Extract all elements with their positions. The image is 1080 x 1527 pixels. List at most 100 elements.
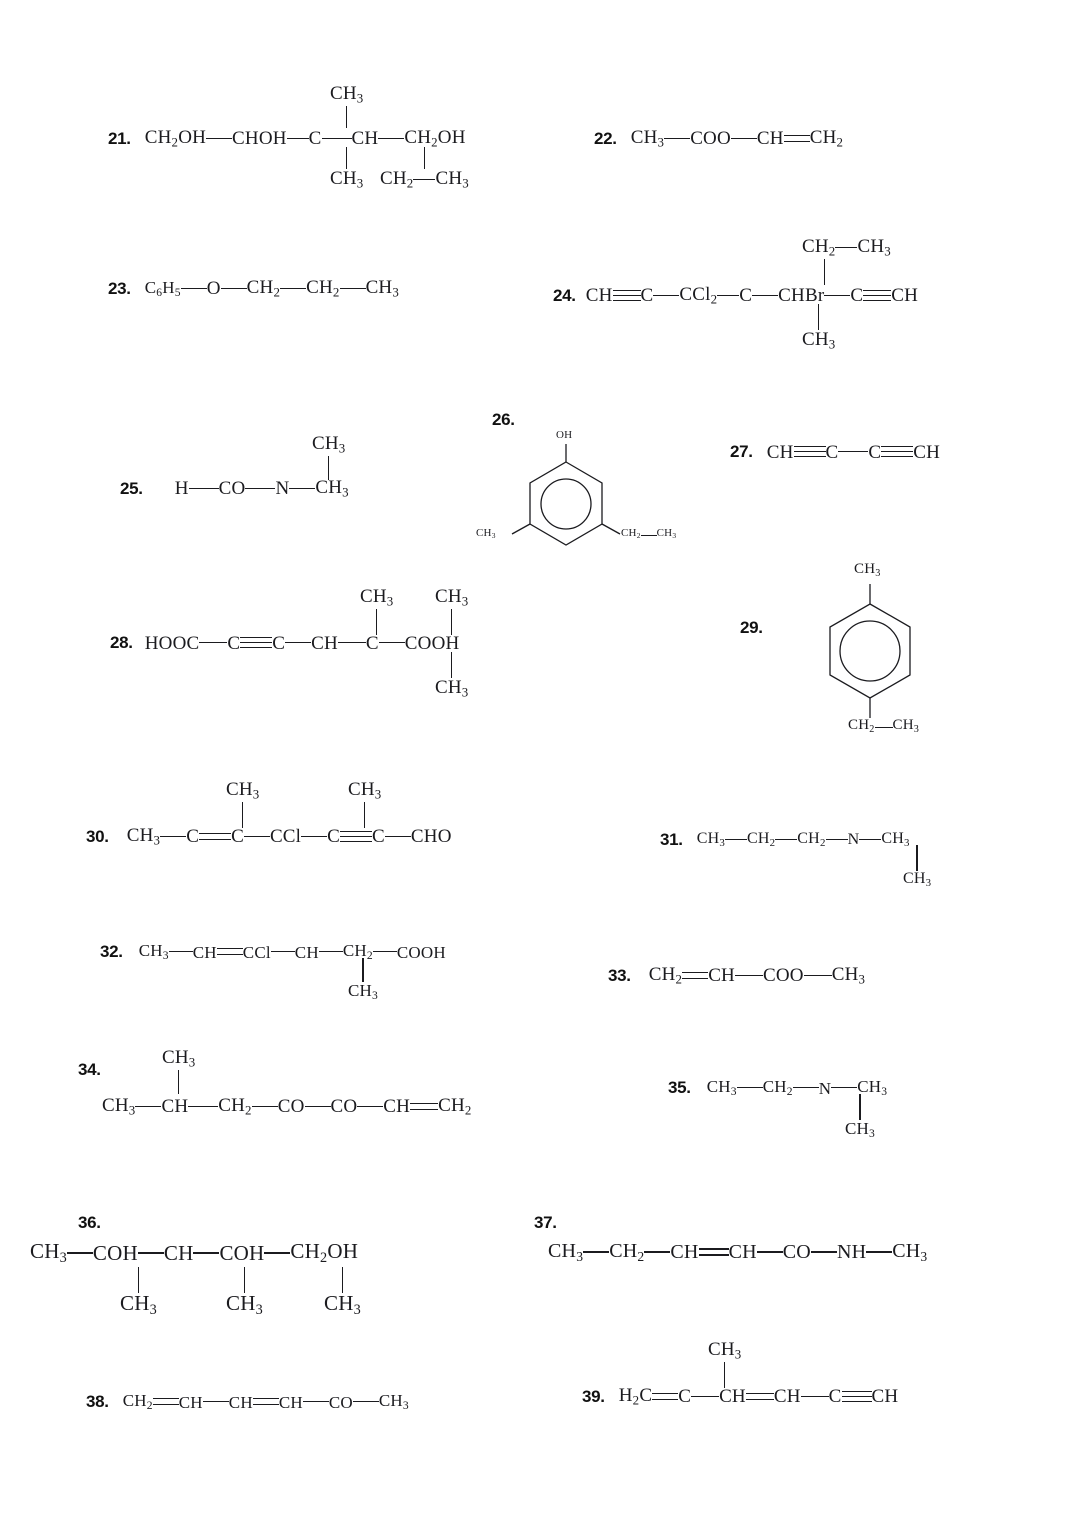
atom-label: CH2 [762, 1077, 793, 1099]
single-bond [352, 1395, 379, 1409]
benzene-ring-29: CH3 CH2 CH3 [812, 561, 992, 752]
double-bond [410, 1100, 439, 1114]
single-bond [859, 833, 882, 847]
atom-label: CHOH [232, 128, 287, 150]
single-bond [640, 529, 657, 539]
single-bond [644, 1245, 671, 1259]
atom-label: C [372, 826, 385, 848]
branch-down-methyl-2: CH3 [226, 1267, 263, 1317]
atom-label: CH3 [126, 825, 161, 848]
structure-30: 30. CH3 C C CCl C C CHO CH3 CH3 [86, 780, 452, 848]
atom-label: CH3 [831, 964, 866, 987]
atom-label: CH2 [306, 277, 340, 300]
branch-down-methyl-1: CH3 [120, 1267, 157, 1317]
structure-31: 31. CH3 CH2 CH2 N CH3 CH3 [660, 830, 931, 888]
atom-label: CH2OH [404, 127, 466, 150]
single-bond [264, 1246, 291, 1260]
single-bond [810, 1245, 837, 1259]
atom-label: CH2 [747, 830, 776, 850]
atom-label: CO [330, 1096, 358, 1118]
branch-up-methyl: CH3 [330, 84, 363, 128]
atom-label: N [818, 1078, 832, 1098]
atom-label: CH3 [348, 981, 379, 1003]
item-number-27: 27. [730, 442, 753, 461]
single-bond [193, 1246, 220, 1260]
atom-label: CH3 [857, 236, 891, 259]
triple-bond [793, 445, 826, 459]
structure-25: 25. H CO N CH3 CH3 [120, 434, 349, 500]
atom-label: CH3 [378, 1391, 409, 1413]
item-number-38: 38. [86, 1392, 109, 1411]
benzene-ring-26: OH CH3 CH2 CH3 [476, 422, 704, 547]
atom-label: CH [719, 1386, 746, 1408]
triple-bond [612, 289, 641, 303]
atom-label: CH [351, 128, 379, 150]
triple-bond [881, 445, 914, 459]
single-bond [321, 132, 352, 146]
atom-label: HOOC [144, 632, 200, 654]
single-bond [725, 833, 748, 847]
branch-up-methyl-2: CH3 [348, 780, 381, 828]
atom-label: CH3 [802, 329, 836, 352]
atom-label: CH3 [360, 586, 394, 609]
atom-label: COO [762, 965, 804, 987]
single-bond [220, 282, 247, 296]
branch-down-methyl: CH3 [802, 304, 835, 352]
single-bond [318, 945, 343, 959]
atom-label: CH [891, 285, 919, 307]
single-bond [874, 721, 893, 733]
item-number-35: 35. [668, 1078, 691, 1097]
single-bond [825, 833, 848, 847]
branch-down-methyl: CH3 [435, 652, 468, 700]
single-bond [775, 833, 798, 847]
single-bond [168, 945, 193, 959]
single-bond [653, 289, 680, 303]
single-bond [357, 1100, 384, 1114]
atom-label: C [186, 826, 200, 848]
single-bond [202, 1395, 229, 1409]
atom-label: C [850, 285, 864, 307]
single-bond [199, 636, 228, 650]
structure-38: 38. CH2 CH CH CH CO CH3 [86, 1392, 409, 1412]
atom-label: CH3 [226, 779, 260, 802]
double-bond [199, 830, 232, 844]
atom-label: CH [311, 632, 338, 654]
atom-label: C [828, 1386, 842, 1408]
item-number-22: 22. [594, 128, 617, 148]
atom-label: CH2 [648, 964, 683, 987]
single-bond [691, 1390, 720, 1404]
atom-label: CH [383, 1096, 411, 1118]
atom-label: CHBr [778, 285, 825, 307]
atom-label: CO [277, 1096, 305, 1118]
triple-bond [841, 1390, 872, 1404]
double-bond [152, 1395, 179, 1409]
atom-label: C [365, 632, 379, 654]
atom-label: C [640, 285, 654, 307]
single-bond [378, 636, 405, 650]
atom-label: CH3 [630, 127, 665, 150]
atom-label: CCl [242, 942, 271, 962]
atom-label: CH2 [848, 717, 875, 735]
atom-label: CH2 [380, 168, 414, 191]
atom-label: CH [756, 128, 784, 150]
single-bond [792, 1081, 819, 1095]
single-bond [800, 1390, 829, 1404]
atom-label: CH2 [246, 277, 281, 300]
item-number-23: 23. [108, 278, 131, 298]
branch-down-methyl: CH3 [903, 845, 931, 889]
structure-28: 28. HOOC C C CH C COOH CH3 CH3 CH3 [110, 587, 468, 698]
atom-label: CH3 [162, 1047, 196, 1070]
atom-label: CO [782, 1241, 811, 1264]
atom-label: CO [328, 1392, 353, 1412]
item-number-30: 30. [86, 826, 109, 846]
single-bond [831, 1081, 858, 1095]
structure-22: 22. CH3 COO CH CH2 [594, 128, 843, 150]
item-number-39: 39. [582, 1386, 605, 1406]
atom-label: CH3 [330, 83, 364, 106]
atom-label: CH [163, 1240, 194, 1265]
item-number-34: 34. [78, 1060, 101, 1079]
single-bond [756, 1245, 783, 1259]
branch-up-methyl-1: CH3 [360, 587, 393, 635]
atom-label: CH2 [809, 127, 844, 150]
atom-label: CH3 [324, 1291, 361, 1318]
